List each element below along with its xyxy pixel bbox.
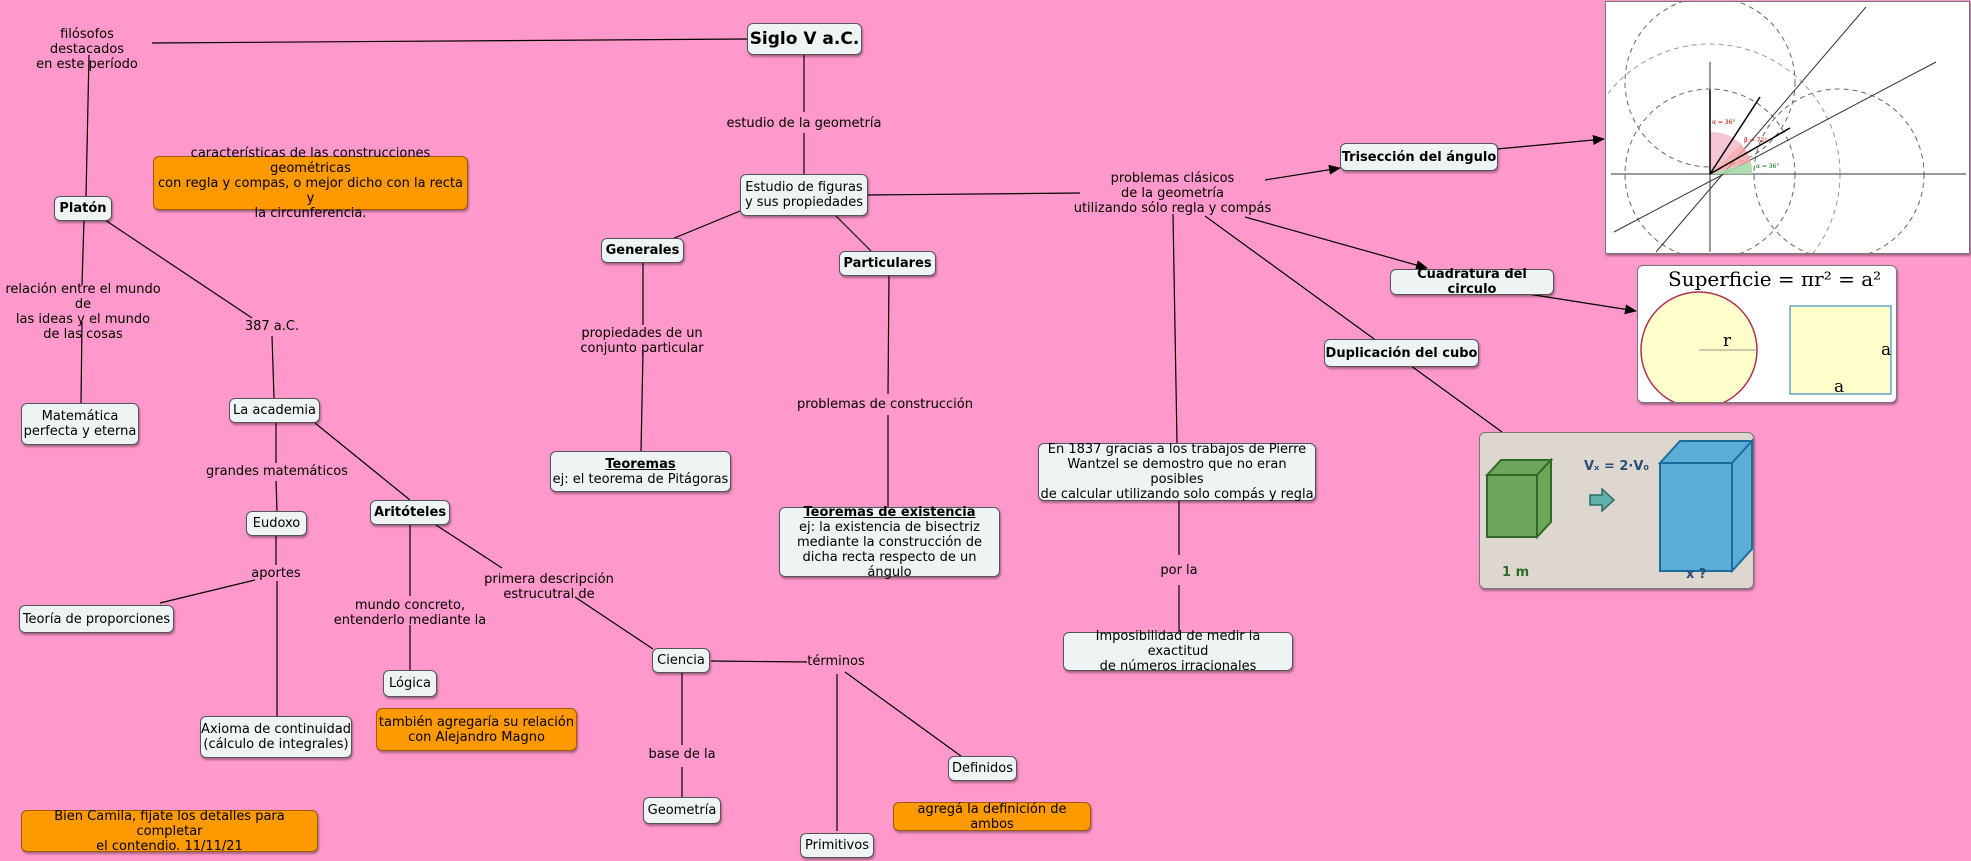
link-primera-descripcion: primera descripción estrucutral de: [484, 572, 614, 602]
link-base-de-la: base de la: [648, 747, 716, 762]
node-matematica[interactable]: Matemática perfecta y eterna: [21, 403, 139, 445]
node-axioma[interactable]: Axioma de continuidad (cálculo de integr…: [200, 716, 352, 758]
link-problemas-construccion: problemas de construcción: [797, 397, 973, 412]
cubo-left-label: 1 m: [1502, 565, 1530, 580]
teoremas-title: Teoremas: [605, 456, 676, 472]
node-academia[interactable]: La academia: [229, 398, 320, 423]
node-teoremas[interactable]: Teoremas ej: el teorema de Pitágoras: [550, 451, 731, 492]
radius-label: r: [1723, 331, 1732, 351]
link-problemas-clasicos: problemas clásicos de la geometría utili…: [1073, 171, 1272, 216]
node-generales[interactable]: Generales: [601, 238, 684, 263]
note-definicion[interactable]: agregá la definición de ambos: [893, 802, 1091, 832]
link-aportes: aportes: [251, 566, 301, 581]
root-node-siglo-v[interactable]: Siglo V a.C.: [747, 23, 862, 55]
existencia-title: Teoremas de existencia: [803, 504, 976, 520]
link-por-la: por la: [1160, 563, 1198, 578]
link-terminos: términos: [807, 654, 865, 669]
link-estudio-geometria: estudio de la geometría: [726, 116, 882, 131]
teoremas-text: ej: el teorema de Pitágoras: [552, 471, 729, 487]
note-caracteristicas[interactable]: características de las construcciones ge…: [153, 146, 468, 221]
note-camila[interactable]: Bien Camila, fijate los detalles para co…: [21, 809, 318, 854]
node-particulares[interactable]: Particulares: [839, 251, 936, 276]
node-estudio-figuras[interactable]: Estudio de figuras y sus propiedades: [740, 174, 868, 216]
side-label-bottom: a: [1834, 377, 1845, 397]
link-387: 387 a.C.: [244, 319, 300, 334]
superficie-formula: Superficie = πr² = a²: [1668, 267, 1882, 291]
side-label-right: a: [1881, 340, 1892, 360]
node-definidos[interactable]: Definidos: [948, 756, 1017, 781]
node-teoria-proporciones[interactable]: Teoría de proporciones: [19, 605, 174, 633]
node-eudoxo[interactable]: Eudoxo: [246, 511, 307, 536]
cubo-formula: Vₓ = 2·V₀: [1584, 459, 1650, 474]
angle-label-1: α = 36°: [1712, 119, 1735, 126]
superficie-image: Superficie = πr² = a² r a a: [1637, 265, 1897, 403]
node-primitivos[interactable]: Primitivos: [800, 833, 874, 858]
link-mundo-concreto: mundo concreto, entenderlo mediante la: [333, 598, 487, 628]
link-filosofos: filósofos destacados en este período: [36, 27, 138, 72]
node-wantzel[interactable]: En 1837 gracias a los trabajos de Pierre…: [1038, 442, 1316, 502]
angle-label-2: β = 72°: [1744, 137, 1767, 144]
existencia-text: ej: la existencia de bisectriz mediante …: [797, 519, 982, 580]
node-logica[interactable]: Lógica: [383, 670, 437, 697]
node-ciencia[interactable]: Ciencia: [652, 648, 710, 673]
triseccion-image: α = 36° β = 72° α = 36°: [1605, 1, 1970, 254]
link-relacion: relación entre el mundo de las ideas y e…: [5, 282, 161, 342]
node-platon[interactable]: Platón: [54, 196, 112, 221]
link-propiedades: propiedades de un conjunto particular: [580, 326, 704, 356]
note-alejandro[interactable]: también agregaría su relación con Alejan…: [376, 708, 577, 751]
node-teoremas-existencia[interactable]: Teoremas de existencia ej: la existencia…: [779, 504, 1000, 580]
node-triseccion[interactable]: Trisección del ángulo: [1340, 143, 1498, 171]
node-geometria[interactable]: Geometría: [643, 797, 721, 824]
node-aristoteles[interactable]: Aritóteles: [370, 500, 450, 525]
angle-label-3: α = 36°: [1756, 163, 1779, 170]
cubo-right-label: x ?: [1686, 567, 1707, 582]
node-duplicacion[interactable]: Duplicación del cubo: [1324, 339, 1479, 367]
node-imposibilidad[interactable]: Imposibilidad de medir la exactitud de n…: [1063, 629, 1293, 674]
node-cuadratura[interactable]: Cuadratura del circulo: [1390, 267, 1554, 297]
link-grandes-matematicos: grandes matemáticos: [206, 464, 348, 479]
cubo-image: Vₓ = 2·V₀ 1 m x ?: [1479, 432, 1754, 589]
